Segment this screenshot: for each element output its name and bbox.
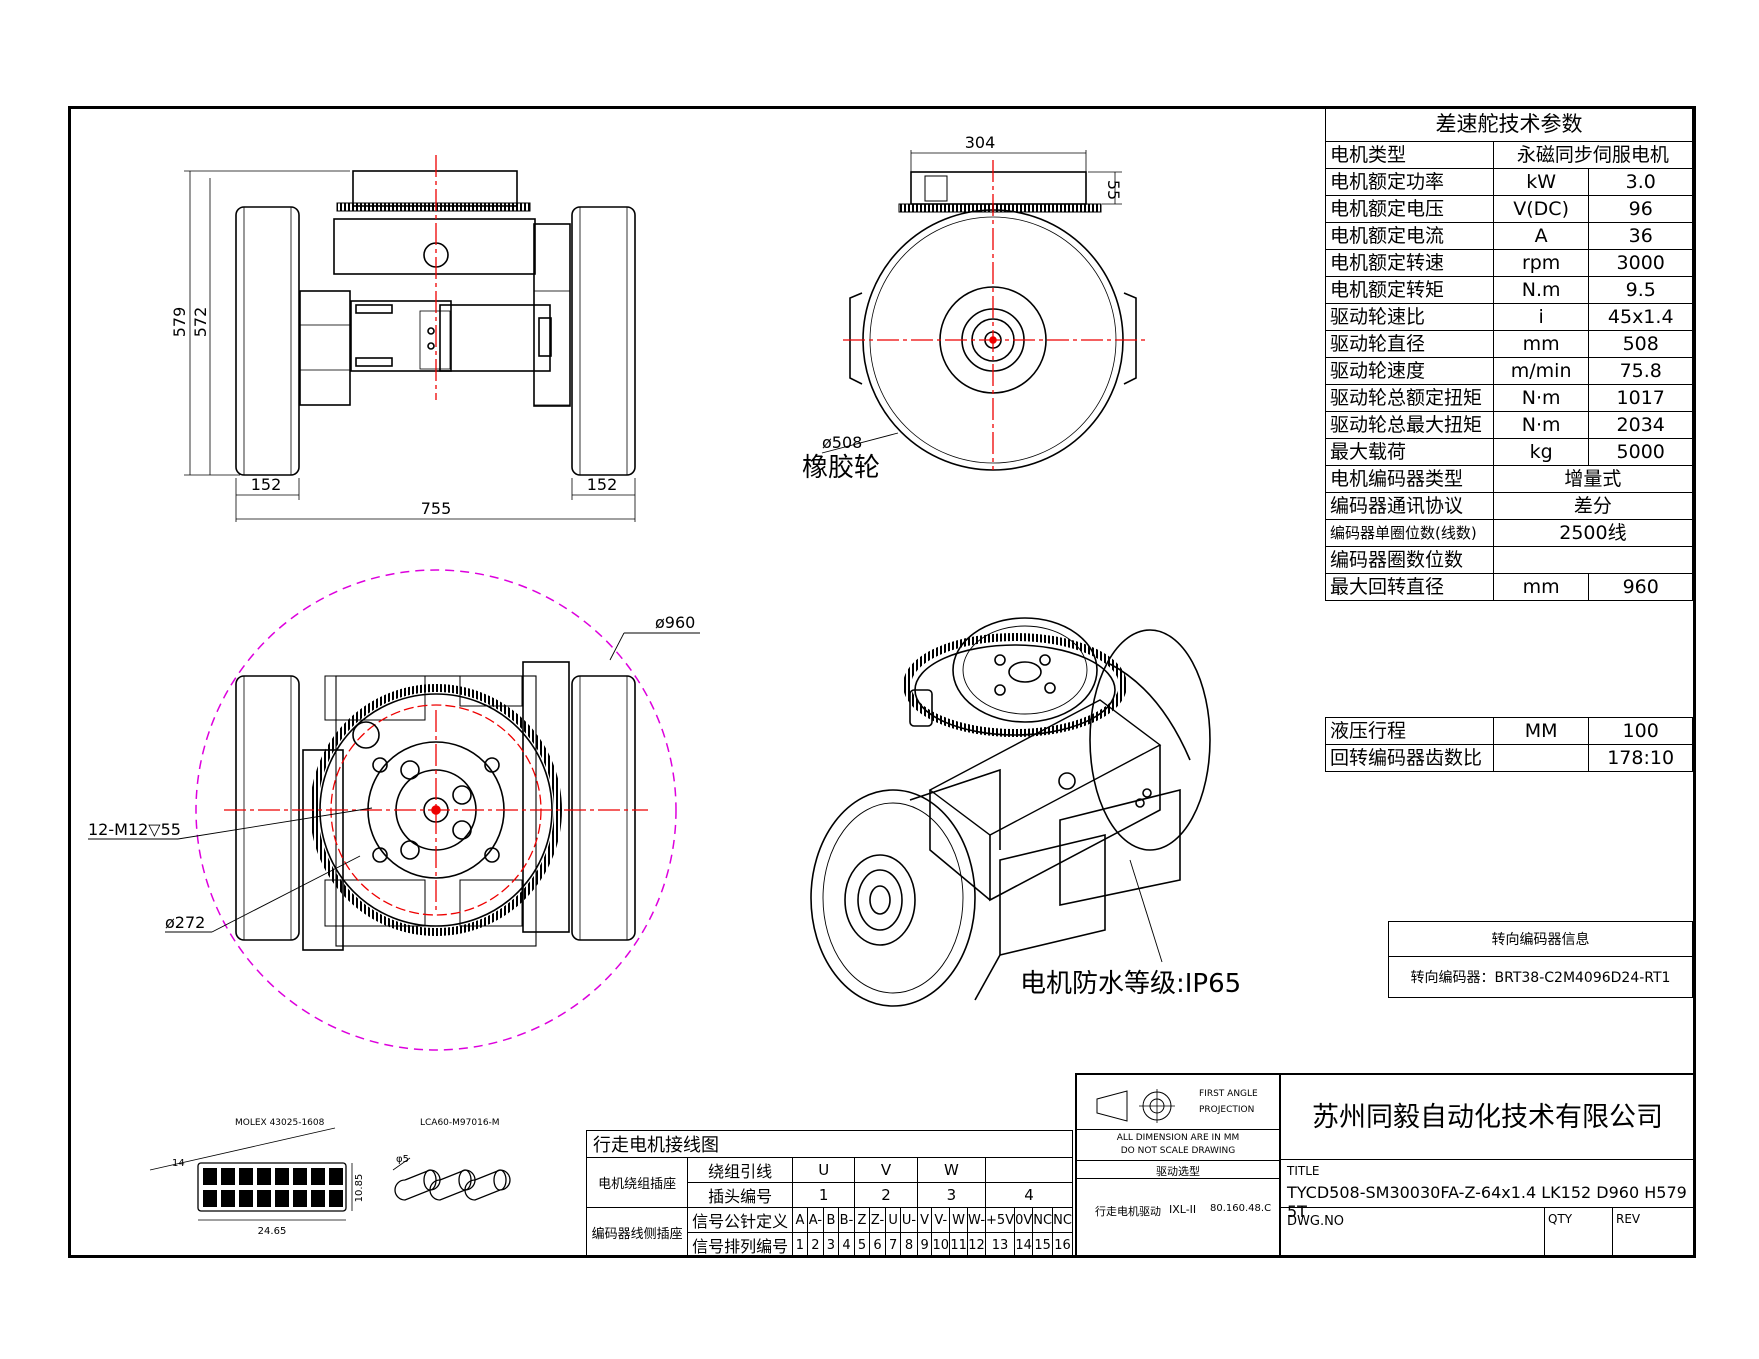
connector-drawings [149,1127,511,1221]
title-label: TITLE [1287,1164,1320,1178]
dim-579: 579 [170,307,189,338]
dim-1085: 10.85 [354,1174,365,1203]
side-view [821,150,1145,471]
spec-row: 电机类型 永磁同步伺服电机 [1325,141,1694,169]
drive-model: IXL-II [1169,1203,1197,1216]
dim-508: ø508 [822,433,862,452]
spec-row: 编码器通讯协议差分 [1325,492,1694,520]
dim-14: 14 [172,1158,185,1169]
spec-title: 差速舵技术参数 [1325,106,1693,142]
projection-text-1: FIRST ANGLE [1199,1089,1258,1099]
encoder-seat-label: 编码器线侧插座 [585,1207,689,1258]
dim-304: 304 [965,133,996,152]
drive-label: 行走电机驱动 [1095,1205,1161,1218]
encoder-info-title: 转向编码器信息 [1388,921,1693,957]
dim-755: 755 [421,499,452,518]
dwg-no-label: DWG.NO [1287,1214,1345,1229]
drawing-title: TYCD508-SM30030FA-Z-64x1.4 LK152 D960 H5… [1287,1183,1687,1221]
drive-code: 80.160.48.C [1210,1203,1272,1214]
rev-label: REV [1616,1212,1641,1226]
dim-152-right: 152 [587,475,618,494]
projection-block: FIRST ANGLE PROJECTION ALL DIMENSION ARE… [1075,1073,1281,1258]
dimension-note-1: ALL DIMENSION ARE IN MM [1116,1133,1240,1143]
wiring-title: 行走电机接线图 [586,1130,1073,1158]
motor-seat-label: 电机绕组插座 [585,1157,689,1208]
dim-phi5: φ5 [396,1154,409,1165]
left-wheel [235,206,300,476]
wiring-table: 行走电机接线图 电机绕组插座 绕组引线 U V W 插头编号 1 2 3 4 编… [585,1130,1073,1258]
bottom-view [88,569,700,1051]
projection-symbol-icon [1096,1089,1175,1123]
spec-row: 电机编码器类型增量式 [1325,465,1694,493]
company-title-block: 苏州同毅自动化技术有限公司 TITLE TYCD508-SM30030FA-Z-… [1279,1073,1696,1258]
dimension-note-2: DO NOT SCALE DRAWING [1120,1146,1236,1156]
bolt-spec: 12-M12▽55 [88,820,181,839]
dim-272: ø272 [165,913,205,932]
rotation-circle [195,569,677,1051]
molex-label: MOLEX 43025-1608 [235,1118,325,1128]
company-name: 苏州同毅自动化技术有限公司 [1312,1102,1663,1133]
dim-960: ø960 [655,613,695,632]
spec-row: 编码器单圈位数(线数)2500线 [1325,519,1694,547]
isometric-view [810,617,1211,1007]
dim-152-left: 152 [251,475,282,494]
rubber-wheel-label: 橡胶轮 [802,453,880,483]
right-wheel [571,206,636,476]
projection-text-2: PROJECTION [1199,1105,1255,1115]
ip65-label: 电机防水等级:IP65 [1020,969,1241,999]
encoder-info-value: 转向编码器：BRT38-C2M4096D24-RT1 [1388,956,1693,998]
lca-label: LCA60-M97016-M [420,1118,500,1128]
dim-572: 572 [191,307,210,338]
front-view [184,155,636,522]
qty-label: QTY [1548,1212,1573,1226]
dim-2465: 24.65 [258,1226,287,1237]
drive-select-label: 驱动选型 [1156,1165,1200,1178]
encoder-info-table: 转向编码器信息 转向编码器：BRT38-C2M4096D24-RT1 [1388,921,1693,998]
dimension-texts: 304 55 579 572 152 152 755 ø508 橡胶轮 ø960… [88,133,1241,1237]
spec-row: 编码器圈数位数 [1325,546,1694,574]
dim-55: 55 [1104,180,1123,200]
